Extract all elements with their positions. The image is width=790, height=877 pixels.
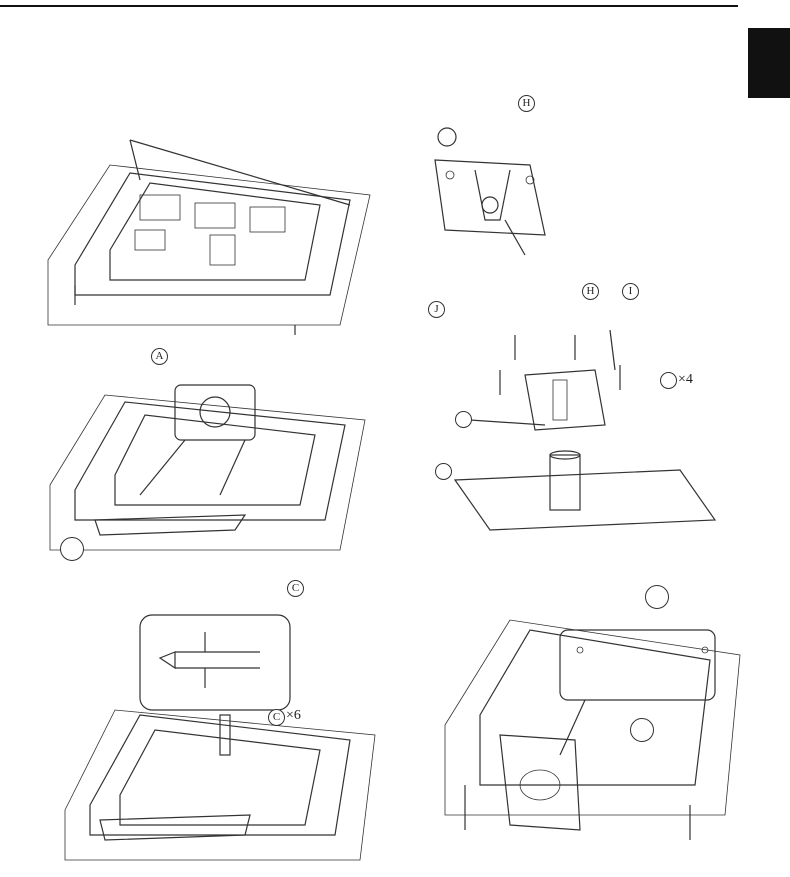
section-side-tab (748, 28, 790, 98)
marker-bracket-callout (455, 411, 472, 428)
illustration-stand-base (450, 450, 720, 540)
marker-i: I (622, 283, 639, 300)
illustration-bracket-screws (445, 330, 665, 435)
marker-part-callout (60, 537, 84, 561)
marker-top-callout (645, 585, 669, 609)
illustration-bracket (430, 125, 570, 255)
marker-h-2: H (582, 283, 599, 300)
illustration-tv-stand-attach (45, 380, 365, 570)
marker-a: A (151, 348, 168, 365)
illustration-tv-facedown (40, 135, 370, 335)
marker-h: H (518, 95, 535, 112)
screw-count-4: ×4 (678, 372, 693, 388)
marker-c-screws: C (268, 709, 285, 726)
marker-bottom-callout (630, 718, 654, 742)
marker-c: C (287, 580, 304, 597)
illustration-tv-stand-mounted (440, 615, 740, 845)
screw-count-6: ×6 (286, 708, 301, 724)
marker-screw-type (660, 372, 677, 389)
header-rule (0, 5, 738, 7)
marker-j: J (428, 301, 445, 318)
illustration-tv-screws (60, 700, 380, 875)
